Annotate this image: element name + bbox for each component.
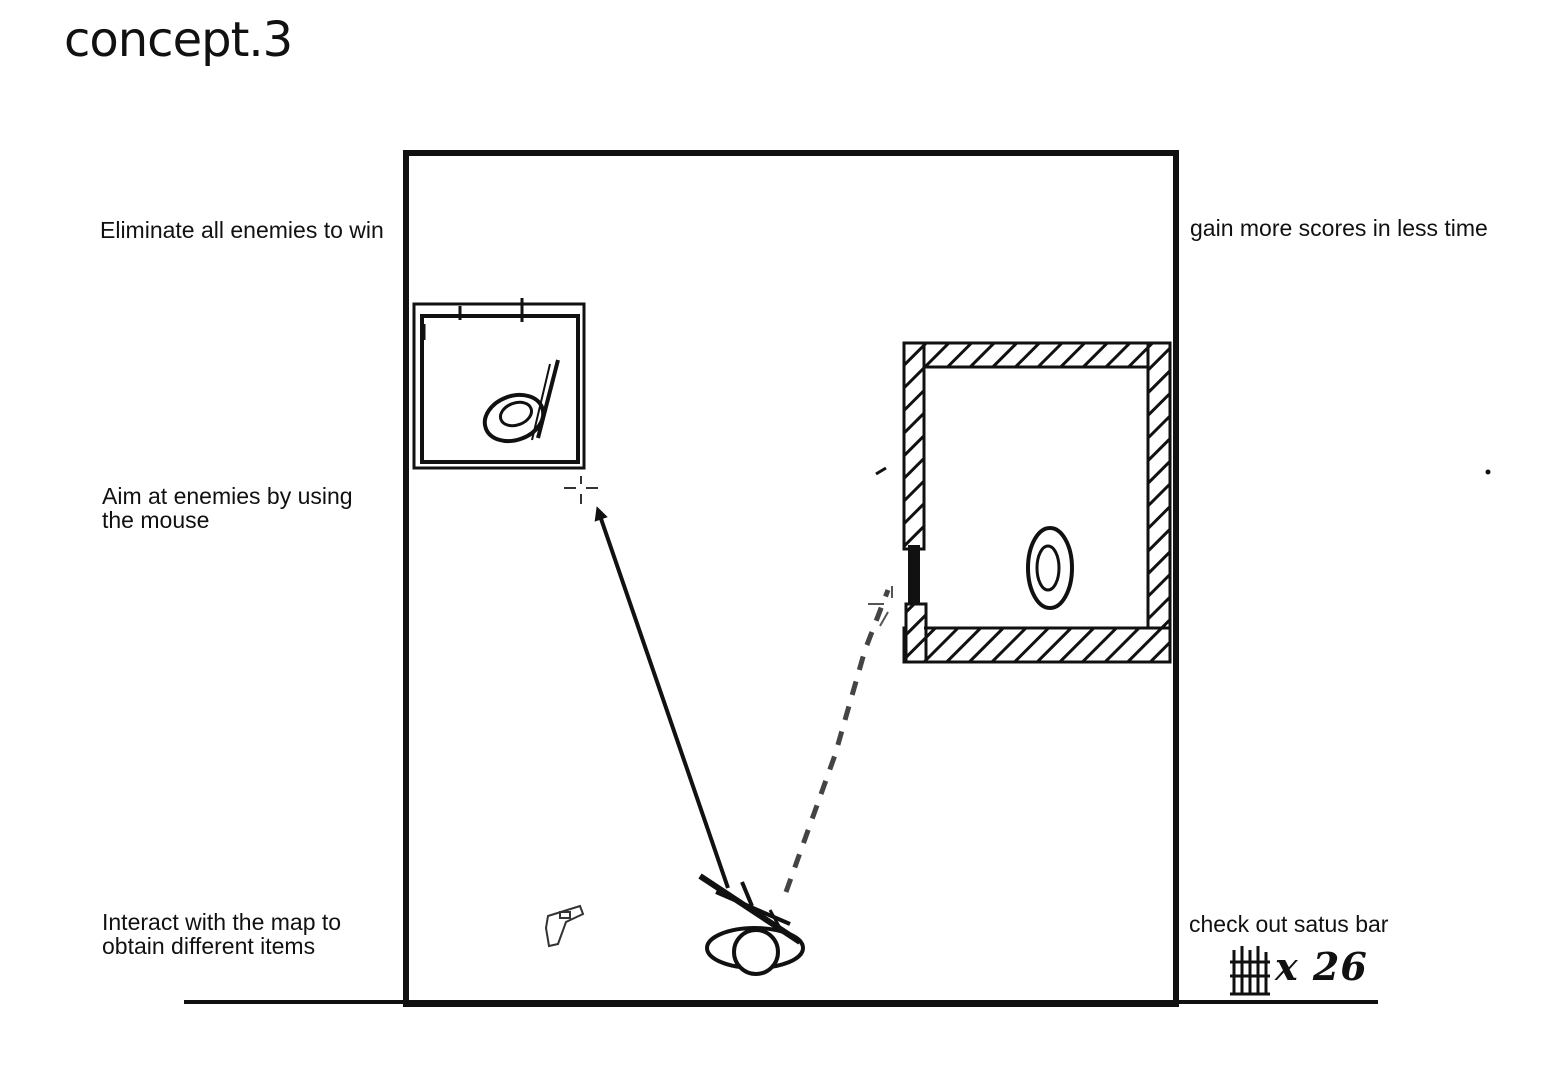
- wall-mark: [876, 468, 886, 474]
- crosshair-icon: [564, 476, 598, 504]
- aim-arrow: [598, 510, 728, 888]
- bullet-trajectory: [786, 590, 888, 892]
- right-room: [904, 343, 1170, 662]
- left-room: [414, 298, 584, 468]
- ammo-count: x 26: [1275, 944, 1368, 989]
- game-frame: [406, 153, 1176, 1004]
- ammo-clip-icon: [1230, 946, 1270, 994]
- stray-dot: [1486, 470, 1491, 475]
- enemy-icon[interactable]: [1028, 528, 1072, 608]
- door[interactable]: [908, 545, 920, 605]
- revolver-icon[interactable]: [546, 906, 583, 946]
- enemy-icon[interactable]: [478, 360, 558, 449]
